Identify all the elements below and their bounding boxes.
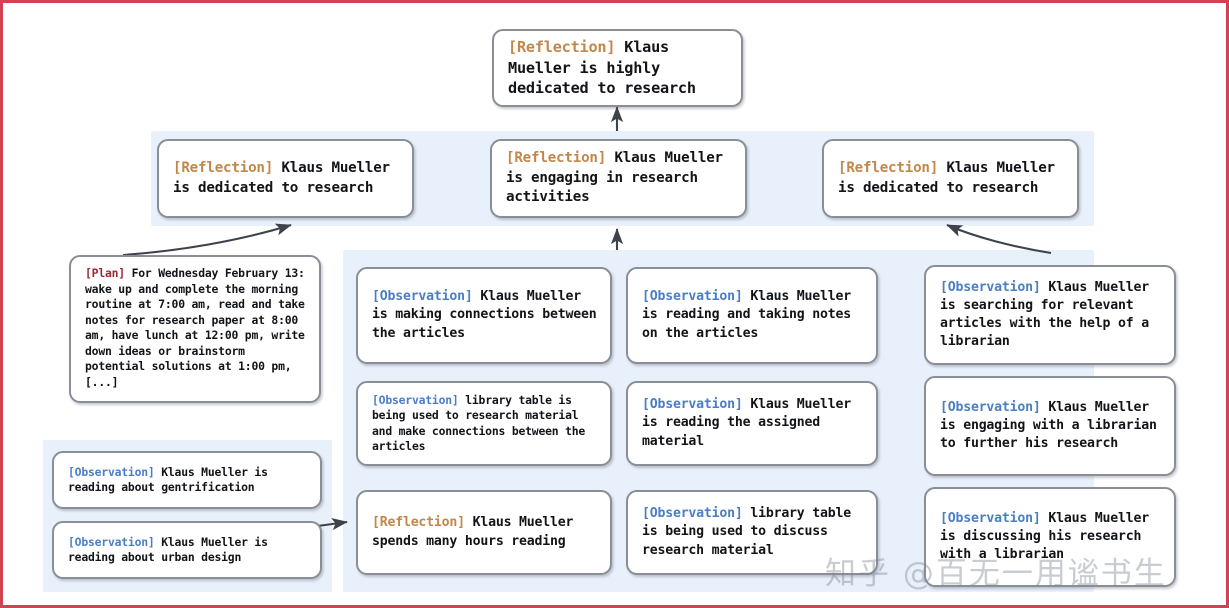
node-root-reflection-text: Klaus Mueller is highly dedicated to res… [508,37,696,98]
tag-observation: [Observation] [372,289,473,305]
node-obs-engaging-librarian-text: Klaus Mueller is engaging with a librari… [940,399,1157,452]
tag-reflection: [Reflection] [838,159,939,176]
tag-observation: [Observation] [642,289,743,305]
tag-reflection: [Reflection] [506,150,607,167]
node-obs-urban-design-text: Klaus Mueller is reading about urban des… [68,534,268,564]
tag-observation: [Observation] [940,279,1041,295]
node-obs-assigned-material-text: Klaus Mueller is reading the assigned ma… [642,397,851,449]
node-obs-urban-design[interactable]: [Observation] Klaus Mueller is reading a… [52,521,322,579]
node-obs-gentrification-text: Klaus Mueller is reading about gentrific… [68,464,268,494]
tag-observation: [Observation] [940,399,1041,415]
node-obs-making-connections[interactable]: [Observation] Klaus Mueller is making co… [356,267,612,364]
node-obs-reading-taking-notes[interactable]: [Observation] Klaus Mueller is reading a… [626,267,878,364]
node-reflection-right[interactable]: [Reflection] Klaus Mueller is dedicated … [822,139,1079,218]
node-obs-library-table-research[interactable]: [Observation] library table is being use… [356,381,612,466]
node-obs-library-table-discuss-text: library table is being used to discuss r… [642,506,851,558]
node-reflection-center[interactable]: [Reflection] Klaus Mueller is engaging i… [490,139,747,218]
node-plan[interactable]: [Plan] For Wednesday February 13: wake u… [69,255,321,403]
tag-reflection: [Reflection] [173,159,274,176]
node-root-reflection[interactable]: [Reflection] Klaus Mueller is highly ded… [492,29,743,107]
node-obs-reading-taking-notes-text: Klaus Mueller is reading and taking note… [642,289,851,341]
node-obs-gentrification[interactable]: [Observation] Klaus Mueller is reading a… [52,451,322,509]
tag-reflection: [Reflection] [372,515,465,531]
node-obs-library-table-discuss[interactable]: [Observation] library table is being use… [626,490,878,575]
tag-observation: [Observation] [642,506,743,522]
node-obs-engaging-librarian[interactable]: [Observation] Klaus Mueller is engaging … [924,376,1176,476]
tag-observation: [Observation] [642,397,743,413]
tag-reflection: [Reflection] [508,37,616,56]
tag-observation: [Observation] [372,393,459,408]
watermark: 知乎 @百无一用谧书生 [825,556,1167,592]
node-plan-text: For Wednesday February 13: wake up and c… [85,266,305,389]
tag-observation: [Observation] [68,534,155,549]
node-reflection-left-text: Klaus Mueller is dedicated to research [173,159,390,196]
node-refl-spends-many-hours-text: Klaus Mueller spends many hours reading [372,515,574,549]
node-reflection-center-text: Klaus Mueller is engaging in research ac… [506,150,723,206]
node-obs-library-table-research-text: library table is being used to research … [372,393,586,453]
node-obs-making-connections-text: Klaus Mueller is making connections betw… [372,289,597,341]
node-obs-searching-articles-text: Klaus Mueller is searching for relevant … [940,279,1149,350]
node-obs-discussing-research[interactable]: [Observation] Klaus Mueller is discussin… [924,487,1176,587]
tag-observation: [Observation] [68,464,155,479]
node-obs-discussing-research-text: Klaus Mueller is discussing his research… [940,510,1149,563]
node-obs-assigned-material[interactable]: [Observation] Klaus Mueller is reading t… [626,381,878,466]
node-obs-searching-articles[interactable]: [Observation] Klaus Mueller is searching… [924,265,1176,365]
node-reflection-left[interactable]: [Reflection] Klaus Mueller is dedicated … [157,139,414,218]
tag-observation: [Observation] [940,510,1041,526]
node-reflection-right-text: Klaus Mueller is dedicated to research [838,159,1055,196]
node-refl-spends-many-hours[interactable]: [Reflection] Klaus Mueller spends many h… [356,490,612,575]
tag-plan: [Plan] [85,266,125,280]
